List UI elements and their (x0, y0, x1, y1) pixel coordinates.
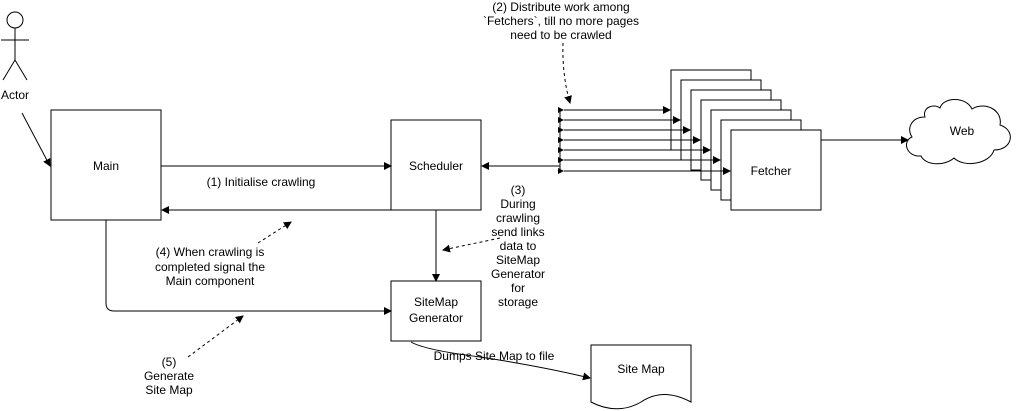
svg-text:storage: storage (498, 295, 538, 309)
svg-text:Generate: Generate (144, 369, 194, 383)
svg-text:(4) When crawling is: (4) When crawling is (156, 245, 265, 259)
svg-text:crawling: crawling (496, 211, 540, 225)
label-generate-site-map: (5) Generate Site Map (144, 355, 194, 397)
svg-text:data to: data to (500, 239, 537, 253)
svg-text:send links: send links (491, 225, 544, 239)
svg-text:completed signal the: completed signal the (155, 260, 265, 274)
actor-label: Actor (1, 88, 29, 102)
sitemap-generator-to-file-arrow (410, 341, 591, 381)
actor-to-main-arrow (21, 112, 51, 167)
fetcher-box (730, 129, 822, 211)
label-crawling-completed: (4) When crawling is completed signal th… (155, 245, 265, 288)
sitemap-generator-label-2: Generator (409, 311, 463, 325)
annotation-3-pointer (442, 237, 501, 253)
fetcher-label: Fetcher (751, 164, 792, 178)
svg-text:Main component: Main component (166, 274, 255, 288)
sitemap-generator-label-1: SiteMap (414, 295, 458, 309)
actor-figure (1, 11, 29, 81)
svg-text:(5): (5) (162, 355, 177, 369)
annotation-4-pointer (257, 221, 292, 244)
main-to-sitemap-arrow (105, 220, 392, 315)
annotation-2-pointer (562, 42, 572, 104)
web-label: Web (950, 124, 975, 138)
svg-text:Generator: Generator (491, 267, 545, 281)
site-map-label: Site Map (617, 362, 665, 376)
svg-text:for: for (511, 281, 525, 295)
svg-text:During: During (500, 197, 535, 211)
label-distribute-work: (2) Distribute work among `Fetchers`, ti… (483, 0, 639, 42)
svg-text:need to be crawled: need to be crawled (510, 28, 611, 42)
svg-text:Site Map: Site Map (145, 383, 193, 397)
svg-text:(3): (3) (511, 183, 526, 197)
label-initialise-crawling: (1) Initialise crawling (207, 175, 316, 189)
svg-text:SiteMap: SiteMap (496, 253, 540, 267)
scheduler-fetcher-bus (481, 106, 731, 175)
main-label: Main (93, 159, 119, 173)
annotation-5-pointer (187, 315, 244, 358)
scheduler-box (390, 119, 482, 211)
main-box (50, 109, 162, 221)
svg-text:`Fetchers`, till no more pages: `Fetchers`, till no more pages (483, 14, 639, 28)
label-send-links: (3) During crawling send links data to S… (491, 183, 545, 309)
svg-text:(2) Distribute work among: (2) Distribute work among (492, 0, 629, 14)
site-map-document (590, 344, 692, 410)
label-dumps-site-map: Dumps Site Map to file (434, 349, 555, 363)
scheduler-label: Scheduler (409, 159, 463, 173)
